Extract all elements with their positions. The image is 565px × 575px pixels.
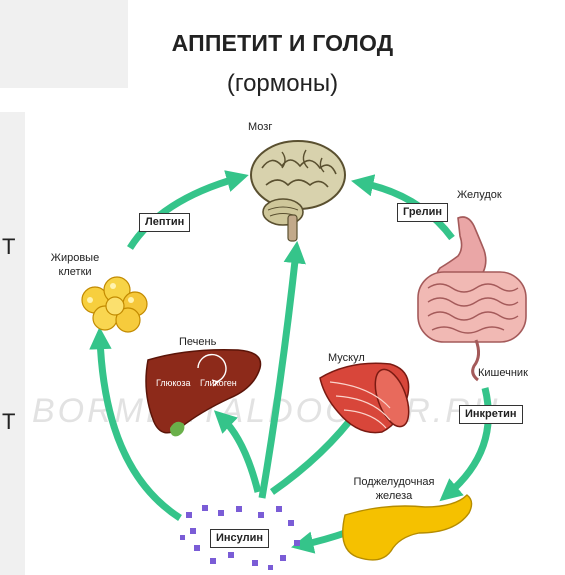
arrow-incretin [448,388,488,494]
label-glucose: Глюкоза [156,376,190,390]
brain-illustration [251,141,345,241]
arrow-insulin-liver [222,418,258,492]
diagram-subtitle: (гормоны) [0,70,565,98]
label-fat-cells: Жировые клетки [42,251,108,279]
label-muscle: Мускул [328,351,365,365]
arrow-insulin-brain [262,252,296,498]
label-pancreas: Поджелудочная железа [346,475,442,503]
pancreas-illustration [343,495,472,560]
hormone-box-incretin: Инкретин [459,405,523,424]
diagram-title: АППЕТИТ И ГОЛОД [0,30,565,57]
hormone-box-leptin: Лептин [139,213,190,232]
hormone-box-insulin: Инсулин [210,529,269,548]
arrow-pancreas-insulin [302,532,348,545]
liver-illustration [146,350,261,437]
fat-cells-illustration [82,277,147,332]
label-intestine: Кишечник [478,366,528,380]
muscle-illustration [320,363,415,432]
label-glycogen: Гликоген [200,376,237,390]
hormone-box-ghrelin: Грелин [397,203,448,222]
label-brain: Мозг [248,120,272,134]
label-stomach: Желудок [457,188,502,202]
label-liver: Печень [179,335,216,349]
digestive-illustration [418,217,526,380]
